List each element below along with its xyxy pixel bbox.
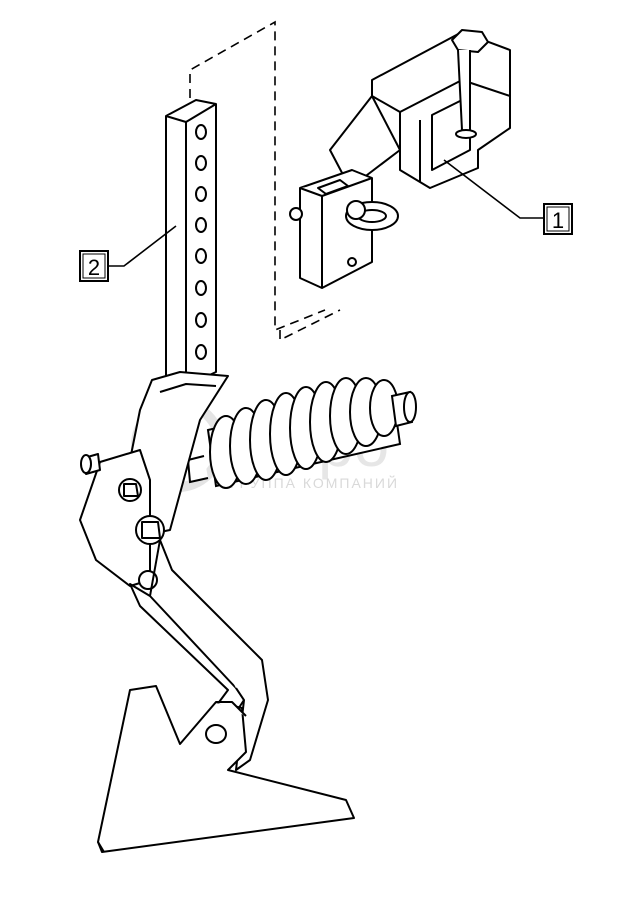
share-blade: [97, 685, 355, 853]
callout-1-label: 1: [552, 208, 564, 233]
leader-line-2: [108, 225, 177, 267]
callout-2-label: 2: [88, 255, 100, 280]
shank-bar: [165, 99, 217, 387]
assembly-guide-line-lower: [279, 309, 341, 342]
callout-1: 1: [443, 159, 573, 235]
callout-2-box: [79, 250, 109, 282]
spring: [186, 377, 417, 489]
bracket-assembly: [289, 29, 511, 289]
leader-line-1: [443, 159, 544, 219]
assembly-guide-line: [189, 20, 326, 332]
pivot-bracket: [79, 371, 229, 590]
callout-2: 2: [79, 225, 177, 282]
callout-1-box: [543, 203, 573, 235]
